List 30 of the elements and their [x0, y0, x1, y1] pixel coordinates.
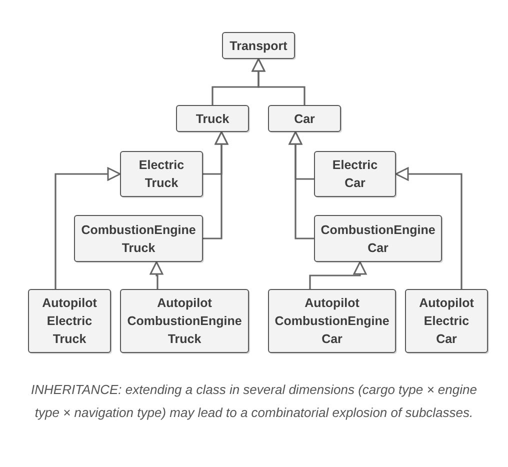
inheritance-arrow	[288, 131, 314, 240]
inheritance-arrow	[203, 131, 228, 240]
caption: INHERITANCE: extending a class in several dimensions (cargo type × engine type × navigation type) may lead to a combinatorial explosion of subclasses.	[30, 381, 478, 422]
inheritance-arrow	[395, 167, 462, 289]
class-box	[120, 151, 203, 197]
class-name: Electric Truck	[138, 157, 186, 192]
class-box	[222, 32, 295, 59]
class-name: Car	[294, 110, 315, 128]
inheritance-arrow	[150, 261, 164, 289]
class-box	[120, 289, 249, 353]
class-name: Transport	[230, 38, 288, 54]
class-box	[405, 289, 488, 353]
inheritance-arrow	[252, 58, 306, 105]
class-name: Autopilot CombustionEngine Car	[274, 295, 390, 348]
class-name: Autopilot Electric Truck	[41, 295, 98, 348]
class-name: CombustionEngine Car	[320, 222, 436, 256]
class-box	[268, 105, 341, 132]
class-box	[28, 289, 111, 353]
inheritance-arrow	[54, 167, 121, 289]
class-box	[268, 289, 396, 353]
class-name: CombustionEngine Truck	[80, 222, 197, 256]
class-name: Electric Car	[331, 157, 379, 192]
inheritance-arrow	[309, 261, 367, 289]
class-box	[176, 105, 249, 132]
class-box	[74, 215, 203, 262]
class-name: Truck	[196, 110, 230, 128]
class-box	[314, 215, 442, 262]
class-name: Autopilot CombustionEngine Truck	[126, 295, 243, 348]
class-name: Autopilot Electric Car	[418, 295, 475, 348]
class-box	[314, 151, 396, 197]
